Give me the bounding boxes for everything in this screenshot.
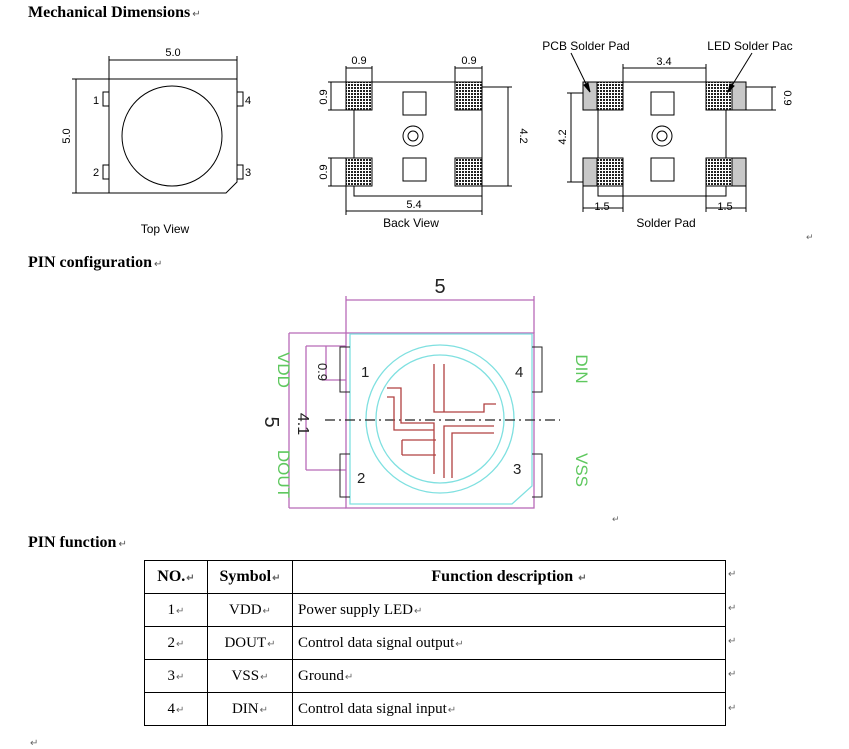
pcb-solder-pad-label: PCB Solder Pad: [542, 39, 629, 53]
pin-symbol-cell: DOUT↵: [207, 626, 293, 660]
return-mark: ↵: [728, 603, 737, 614]
pin-number-cell: 1↵: [144, 593, 208, 627]
column-header-symbol: Symbol↵: [207, 560, 293, 594]
return-mark: ↵: [728, 636, 737, 647]
pin-number-cell: 4↵: [144, 692, 208, 726]
top-view-height-dim: 5.0: [61, 128, 73, 143]
table-row: 4↵ DIN↵ Control data signal input↵: [144, 692, 726, 726]
pin-label-din: DIN: [572, 354, 591, 383]
pin-symbol-cell: VDD↵: [207, 593, 293, 627]
solder-pad-inner-width: 3.4: [656, 56, 671, 68]
back-view-pad-width-left: 0.9: [351, 55, 366, 67]
back-view-overall-width: 5.4: [406, 199, 421, 211]
top-view-pin-3: 3: [245, 167, 251, 179]
column-header-function: Function description ↵: [292, 560, 726, 594]
top-view-caption: Top View: [141, 222, 190, 236]
pin-config-side-dim: 5: [260, 416, 282, 427]
led-solder-pad-label: LED Solder Pac: [707, 39, 792, 53]
solder-pad-pad-height: 0.9: [781, 90, 793, 105]
table-row: 3↵ VSS↵ Ground↵: [144, 659, 726, 693]
solder-pad-length-left: 1.5: [594, 201, 609, 213]
column-header-no: NO.↵: [144, 560, 208, 594]
pin-configuration-drawing: 5 5 4.1 0.9 1 2 3 4 VDD DOUT DIN VSS ↵: [260, 276, 620, 524]
pin-label-vss: VSS: [572, 453, 591, 487]
top-view-pin-4: 4: [245, 95, 251, 107]
pin-function-cell: Ground↵: [292, 659, 726, 693]
back-view-pad-spacing: 4.2: [517, 128, 529, 143]
top-view-drawing: [72, 56, 244, 194]
pin-symbol-cell: DIN↵: [207, 692, 293, 726]
solder-pad-length-right: 1.5: [717, 201, 732, 213]
table-header-row: NO.↵ Symbol↵ Function description ↵: [144, 560, 726, 594]
table-row: 1↵ VDD↵ Power supply LED↵: [144, 593, 726, 627]
return-mark: ↵: [806, 232, 814, 242]
pin-config-pin-4: 4: [515, 364, 523, 381]
pin-config-pin-3: 3: [513, 461, 521, 478]
solder-pad-drawing: [567, 52, 776, 212]
pin-config-pin-2: 2: [357, 470, 365, 487]
top-view-width-dim: 5.0: [165, 47, 180, 59]
table-row: 2↵ DOUT↵ Control data signal output↵: [144, 626, 726, 660]
mechanical-dimensions-heading: Mechanical Dimensions↵: [28, 4, 201, 21]
mechanical-drawings: 5.0 5.0 1 2 3 4 Top View 0.9 0.9 0.9 0.9…: [61, 39, 814, 242]
return-mark: ↵: [728, 569, 737, 580]
top-view-pin-2: 2: [93, 167, 99, 179]
back-view-pad-width-right: 0.9: [461, 55, 476, 67]
back-view-caption: Back View: [383, 216, 439, 230]
pin-function-heading: PIN function↵: [28, 534, 127, 551]
pin-configuration-heading: PIN configuration↵: [28, 254, 163, 271]
back-view-pad-height-top: 0.9: [318, 89, 330, 104]
return-mark: ↵: [30, 738, 39, 749]
pin-function-cell: Control data signal output↵: [292, 626, 726, 660]
pin-function-cell: Power supply LED↵: [292, 593, 726, 627]
pin-config-top-dim: 5: [434, 276, 445, 298]
solder-pad-caption: Solder Pad: [636, 216, 695, 230]
pin-label-vdd: VDD: [274, 352, 293, 388]
pin-function-table: NO.↵ Symbol↵ Function description ↵ 1↵ V…: [144, 560, 726, 726]
back-view-drawing: [328, 66, 512, 215]
pin-function-cell: Control data signal input↵: [292, 692, 726, 726]
pin-config-pin-1: 1: [361, 364, 369, 381]
pin-number-cell: 3↵: [144, 659, 208, 693]
pin-symbol-cell: VSS↵: [207, 659, 293, 693]
return-mark: ↵: [728, 669, 737, 680]
return-mark: ↵: [612, 514, 620, 524]
solder-pad-spacing: 4.2: [557, 129, 569, 144]
pin-config-inner-dim: 4.1: [294, 413, 311, 435]
top-view-pin-1: 1: [93, 95, 99, 107]
pin-config-pad-dim: 0.9: [315, 363, 330, 381]
return-mark: ↵: [728, 703, 737, 714]
back-view-pad-height-bottom: 0.9: [318, 164, 330, 179]
pin-number-cell: 2↵: [144, 626, 208, 660]
pin-label-dout: DOUT: [274, 450, 293, 498]
